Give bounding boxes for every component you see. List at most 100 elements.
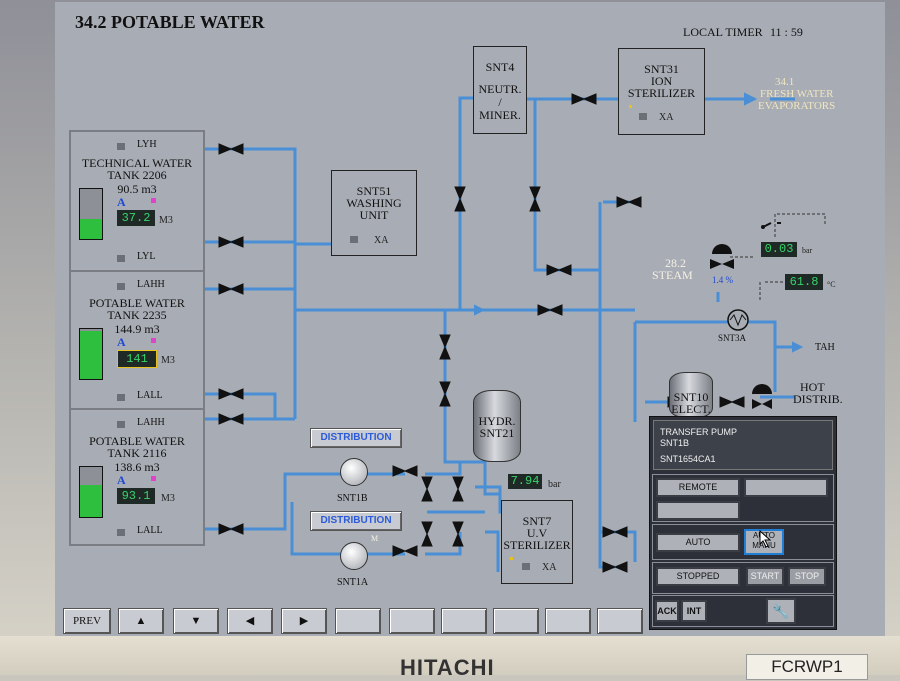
nav-blank-button[interactable] bbox=[335, 608, 381, 634]
tank-a-label: A bbox=[117, 473, 126, 487]
unit-label: / bbox=[498, 95, 502, 109]
popup-state-frame bbox=[652, 562, 834, 594]
tank-level-display[interactable]: 37.2 bbox=[117, 210, 155, 226]
fresh-water-source: FRESH WATER bbox=[760, 88, 834, 100]
arrow-left-icon[interactable]: ◀ bbox=[227, 608, 273, 634]
unit-snt51[interactable]: SNT51 WASHING UNIT XA bbox=[331, 170, 417, 256]
tank-a-label: A bbox=[117, 335, 126, 349]
unit-label: U.V bbox=[526, 526, 548, 540]
tank-bottom-level-label: LALL bbox=[137, 525, 163, 536]
unit-label: SNT21 bbox=[479, 426, 515, 440]
hot-distribution-label: HOT bbox=[800, 380, 825, 394]
popup-header: TRANSFER PUMP SNT1B SNT1654CA1 bbox=[653, 420, 833, 470]
prev-button[interactable]: PREV bbox=[63, 608, 111, 634]
nav-blank-button[interactable] bbox=[545, 608, 591, 634]
tank-top-level-label: LAHH bbox=[137, 417, 165, 428]
stop-button[interactable]: STOP bbox=[788, 567, 826, 586]
remote-button[interactable]: REMOTE bbox=[656, 478, 740, 497]
fresh-water-source: 34.1 bbox=[775, 76, 795, 88]
level-indicator-lamp bbox=[117, 255, 125, 262]
auto-button[interactable]: AUTO bbox=[656, 533, 740, 552]
level-indicator-lamp bbox=[117, 529, 125, 536]
tank-unit: M3 bbox=[161, 493, 175, 504]
monitor-model-label: FCRWP1 bbox=[746, 654, 868, 680]
status-lamp bbox=[639, 113, 647, 120]
status-dot bbox=[510, 557, 513, 560]
tank-panel-2235[interactable]: LAHH POTABLE WATER TANK 2235 144.9 m3 A … bbox=[69, 270, 205, 410]
hot-alarm-label: TAH bbox=[815, 342, 835, 353]
unit-snt7[interactable]: SNT7 U.V STERILIZER XA bbox=[501, 500, 573, 584]
pump-label-snt1a: SNT1A bbox=[337, 577, 369, 588]
heater-temperature-display[interactable]: 61.8 bbox=[785, 274, 823, 290]
unit-status: XA bbox=[542, 562, 557, 573]
popup-title: TRANSFER PUMP bbox=[660, 427, 738, 437]
heater-pressure-display[interactable]: 0.03 bbox=[761, 242, 797, 257]
tank-panel-2206[interactable]: LYH TECHNICAL WATER TANK 2206 90.5 m3 A … bbox=[69, 130, 205, 272]
nav-blank-button[interactable] bbox=[441, 608, 487, 634]
unit-label: SNT31 bbox=[644, 62, 679, 76]
unit-label: ION bbox=[650, 74, 673, 88]
steam-valve-percent: 1.4 % bbox=[712, 275, 733, 285]
pressure-unit: bar bbox=[802, 246, 813, 255]
alarm-marker bbox=[151, 338, 156, 343]
arrow-up-icon[interactable]: ▲ bbox=[118, 608, 164, 634]
nav-blank-button[interactable] bbox=[389, 608, 435, 634]
mode-indicator bbox=[744, 478, 828, 497]
hot-distribution-label: DISTRIB. bbox=[793, 392, 843, 406]
tank-level-display[interactable]: 93.1 bbox=[117, 488, 155, 504]
pump-icon[interactable] bbox=[340, 458, 368, 486]
local-timer-value: 11 : 59 bbox=[770, 25, 803, 39]
level-indicator-lamp bbox=[117, 283, 125, 290]
pump-label-snt1b: SNT1B bbox=[337, 493, 368, 504]
unit-label: NEUTR. bbox=[478, 82, 522, 96]
unit-status: XA bbox=[374, 235, 389, 246]
unit-snt10[interactable]: SNT10 ELECT. bbox=[669, 372, 713, 418]
hydrophore-pressure-display[interactable]: 7.94 bbox=[508, 474, 542, 489]
heat-exchanger-label: SNT3A bbox=[718, 333, 747, 343]
unit-label: SNT10 bbox=[673, 390, 709, 404]
unit-snt4[interactable]: SNT4 NEUTR. / MINER. bbox=[473, 46, 527, 134]
int-button[interactable]: INT bbox=[681, 600, 707, 622]
wrench-icon[interactable]: 🔧 bbox=[766, 598, 796, 624]
unit-label: ELECT. bbox=[671, 402, 711, 416]
level-indicator-lamp bbox=[117, 394, 125, 401]
tank-top-level-label: LAHH bbox=[137, 279, 165, 290]
local-timer-label: LOCAL TIMER bbox=[683, 25, 763, 39]
tank-bottom-level-label: LALL bbox=[137, 390, 163, 401]
nav-blank-button[interactable] bbox=[493, 608, 539, 634]
unit-label: UNIT bbox=[359, 208, 389, 222]
arrow-down-icon[interactable]: ▼ bbox=[173, 608, 219, 634]
tank-volume: 138.6 m3 bbox=[114, 460, 160, 474]
tank-a-label: A bbox=[117, 195, 126, 209]
tank-level-bar bbox=[79, 328, 103, 380]
unit-label: SNT7 bbox=[522, 514, 552, 528]
status-lamp bbox=[522, 563, 530, 570]
monitor-brand: HITACHI bbox=[400, 655, 495, 680]
ack-button[interactable]: ACK bbox=[655, 600, 679, 622]
tank-name-line2: TANK 2116 bbox=[107, 446, 167, 460]
tank-level-display[interactable]: 141 bbox=[117, 350, 157, 368]
arrow-right-icon[interactable]: ▶ bbox=[281, 608, 327, 634]
unit-label: SNT4 bbox=[485, 60, 515, 74]
tank-volume: 90.5 m3 bbox=[117, 182, 157, 196]
pump-icon[interactable] bbox=[340, 542, 368, 570]
temperature-unit: °C bbox=[827, 280, 836, 289]
tank-name-line2: TANK 2206 bbox=[107, 168, 167, 182]
motor-tag: M bbox=[371, 534, 379, 543]
tank-name-line1: POTABLE WATER bbox=[89, 296, 185, 310]
tank-unit: M3 bbox=[159, 215, 173, 226]
distribution-button[interactable]: DISTRIBUTION bbox=[310, 511, 402, 531]
start-button[interactable]: START bbox=[746, 567, 784, 586]
unit-snt31[interactable]: SNT31 ION STERILIZER XA bbox=[618, 48, 705, 135]
alarm-marker bbox=[151, 198, 156, 203]
popup-bottom-frame bbox=[652, 595, 834, 627]
pump-control-popup[interactable]: TRANSFER PUMP SNT1B SNT1654CA1 REMOTE AU… bbox=[649, 416, 837, 630]
tank-name-line2: TANK 2235 bbox=[107, 308, 167, 322]
nav-blank-button[interactable] bbox=[597, 608, 643, 634]
popup-mode-frame bbox=[652, 474, 834, 522]
hydrophore-tank[interactable]: HYDR. SNT21 bbox=[473, 390, 521, 462]
popup-tag: SNT1654CA1 bbox=[660, 454, 716, 464]
tank-panel-2116[interactable]: LAHH POTABLE WATER TANK 2116 138.6 m3 A … bbox=[69, 408, 205, 546]
distribution-button[interactable]: DISTRIBUTION bbox=[310, 428, 402, 448]
steam-label: STEAM bbox=[652, 268, 693, 282]
